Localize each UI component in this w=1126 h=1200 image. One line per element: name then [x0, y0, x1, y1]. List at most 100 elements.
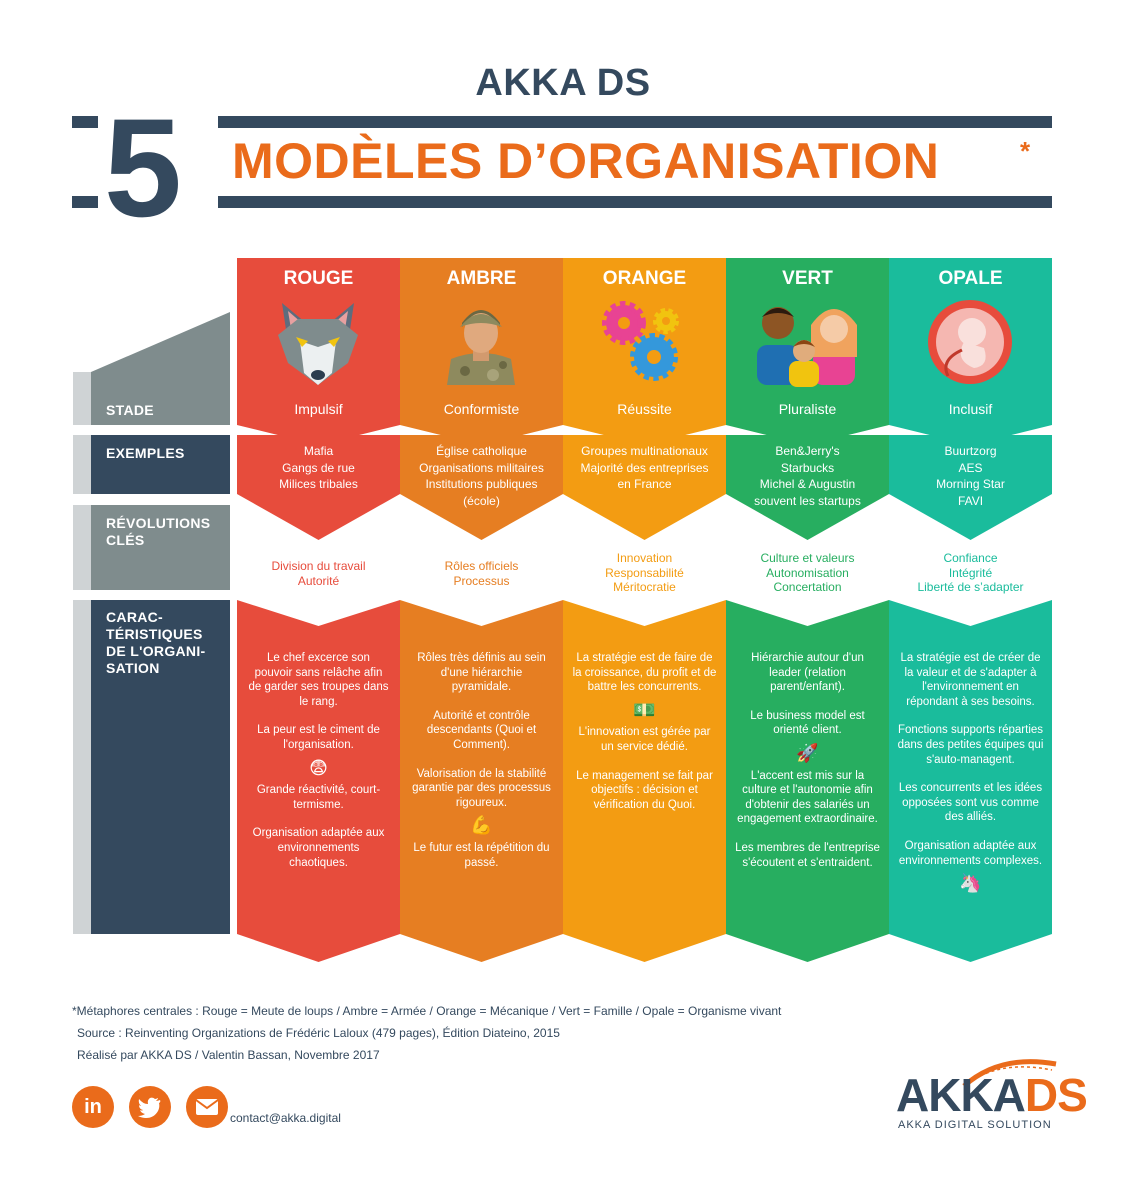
logo: AKKADS [896, 1068, 1088, 1122]
revolution-item: Responsabilité [605, 565, 684, 580]
opale-examples-block [889, 435, 1052, 494]
caracteristiques-stripe [73, 600, 91, 934]
vert-examples-block [726, 435, 889, 494]
stage-orange: Réussite [617, 401, 672, 417]
characteristic-item: Le futur est la répétition du passé. [413, 841, 550, 869]
characteristics-orange: La stratégie est de faire de la croissan… [571, 651, 718, 826]
gears-icon [602, 301, 679, 381]
example-item: Majorité des entreprises [580, 460, 709, 475]
source-note: Source : Reinventing Organizations de Fr… [77, 1026, 560, 1040]
exemples-block [91, 435, 230, 494]
email-button[interactable] [186, 1086, 228, 1128]
stage-rouge: Impulsif [294, 401, 343, 417]
credit-note: Réalisé par AKKA DS / Valentin Bassan, N… [77, 1048, 380, 1062]
title-asterisk: * [1020, 136, 1031, 166]
column-title-ambre: AMBRE [446, 268, 517, 289]
ambre-examples-block [400, 435, 563, 494]
characteristic-item: Le business model est orienté client. [750, 709, 865, 737]
characteristic-item: Autorité et contrôle descendants (Quoi e… [426, 709, 537, 751]
header-bar-right-bottom [218, 196, 1052, 208]
characteristic-item: L'innovation est gérée par un service dé… [578, 726, 711, 753]
characteristic-item: Hiérarchie autour d'un leader (relation … [751, 652, 864, 694]
example-item: Morning Star [936, 477, 1005, 491]
revolutions-vert: Culture et valeurs Autonomisation Concer… [726, 551, 889, 595]
embryo-icon [928, 300, 1012, 384]
opale-examples-chevron [889, 494, 1052, 540]
characteristic-item: Les membres de l'entreprise s'écoutent e… [735, 841, 880, 869]
example-item: Starbucks [780, 460, 835, 475]
opale-chars-block [889, 600, 1052, 962]
example-item: FAVI [957, 493, 984, 508]
header-bar-right-top [218, 116, 1052, 128]
ambre-chars-block [400, 600, 563, 962]
example-item: Institutions publiques [425, 477, 538, 491]
orange-chars-block [563, 600, 726, 962]
revolutions-ambre: Rôles officiels Processus [400, 559, 563, 588]
examples-rouge: Mafia Gangs de rue Milices tribales [237, 443, 400, 493]
column-title-rouge: ROUGE [283, 268, 354, 289]
vert-examples-chevron [726, 494, 889, 540]
example-item: Michel & Augustin [759, 477, 856, 491]
characteristics-ambre: Rôles très définis au sein d'une hiérarc… [410, 651, 553, 884]
row-label-caracteristiques: CARAC-TÉRISTIQUES DE L'ORGANI-SATION [106, 609, 206, 676]
muscle-emoji-icon: 💪 [470, 815, 493, 836]
ambre-examples-chevron [400, 494, 563, 540]
soldier-icon [447, 310, 515, 385]
row-label-stade: STADE [106, 402, 154, 418]
fear-emoji-icon: 😨 [309, 757, 328, 778]
exemples-stripe [73, 435, 91, 494]
characteristic-item: Fonctions supports réparties dans des pe… [897, 724, 1044, 766]
characteristic-item: La stratégie est de créer de la valeur e… [900, 652, 1041, 708]
characteristic-item: Le chef excerce son pouvoir sans relâche… [248, 652, 389, 708]
header-bar-left-bottom [72, 196, 98, 208]
revolution-item: Liberté de s’adapter [917, 580, 1024, 594]
examples-orange: Groupes multinationaux Majorité des entr… [563, 443, 726, 493]
revolutions-rouge: Division du travail Autorité [237, 559, 400, 588]
characteristic-item: Grande réactivité, court-termisme. [256, 784, 381, 811]
twitter-button[interactable] [129, 1086, 171, 1128]
money-emoji-icon: 💵 [633, 699, 656, 720]
example-item: Gangs de rue [282, 460, 355, 475]
example-item: Organisations militaires [419, 460, 544, 475]
characteristic-item: La stratégie est de faire de la croissan… [572, 652, 717, 694]
columns-background [237, 258, 1052, 962]
stade-ramp [91, 312, 230, 425]
envelope-icon [195, 1099, 219, 1115]
rouge-examples-chevron [237, 494, 400, 540]
characteristic-item: Valorisation de la stabilité garantie pa… [412, 767, 551, 809]
left-label-column [73, 312, 230, 934]
contact-email-link[interactable]: contact@akka.digital [230, 1111, 341, 1125]
caracteristiques-block [91, 600, 230, 934]
characteristic-item: Organisation adaptée aux environnements … [252, 827, 385, 869]
logo-arc-icon [962, 1059, 1057, 1088]
revolution-item: Autorité [297, 573, 340, 588]
header-bar-left-top [72, 116, 98, 128]
linkedin-icon: in [84, 1096, 102, 1118]
revolution-item: Intégrité [948, 565, 993, 580]
revolutions-orange: Innovation Responsabilité Méritocratie [563, 551, 726, 595]
big-number: 5 [104, 89, 182, 246]
characteristic-item: Le management se fait par objectifs : dé… [576, 769, 713, 811]
rouge-examples-block [237, 435, 400, 494]
orange-examples-block [563, 435, 726, 494]
examples-vert: Ben&Jerry's Starbucks Michel & Augustin … [726, 443, 889, 509]
orange-examples-chevron [563, 494, 726, 540]
wolf-icon [278, 303, 358, 385]
example-item: souvent les startups [754, 493, 861, 508]
revolution-item: Processus [453, 573, 510, 588]
stage-ambre: Conformiste [443, 401, 520, 417]
example-item: AES [958, 460, 983, 475]
column-title-opale: OPALE [938, 268, 1003, 289]
characteristic-item: Rôles très définis au sein d'une hiérarc… [417, 652, 546, 694]
example-item: Église catholique [436, 444, 527, 458]
stage-vert: Pluraliste [778, 401, 837, 417]
row-label-revolutions: RÉVOLUTIONS CLÉS [106, 515, 211, 548]
characteristic-item: La peur est le ciment de l'organisation. [257, 724, 380, 751]
linkedin-button[interactable]: in [72, 1086, 114, 1128]
revolution-item: Division du travail [271, 559, 366, 573]
example-item: en France [617, 477, 672, 491]
rocket-emoji-icon: 🚀 [796, 742, 819, 763]
example-item: Mafia [303, 444, 334, 458]
stage-opale: Inclusif [948, 401, 993, 417]
row-label-exemples: EXEMPLES [106, 445, 185, 461]
